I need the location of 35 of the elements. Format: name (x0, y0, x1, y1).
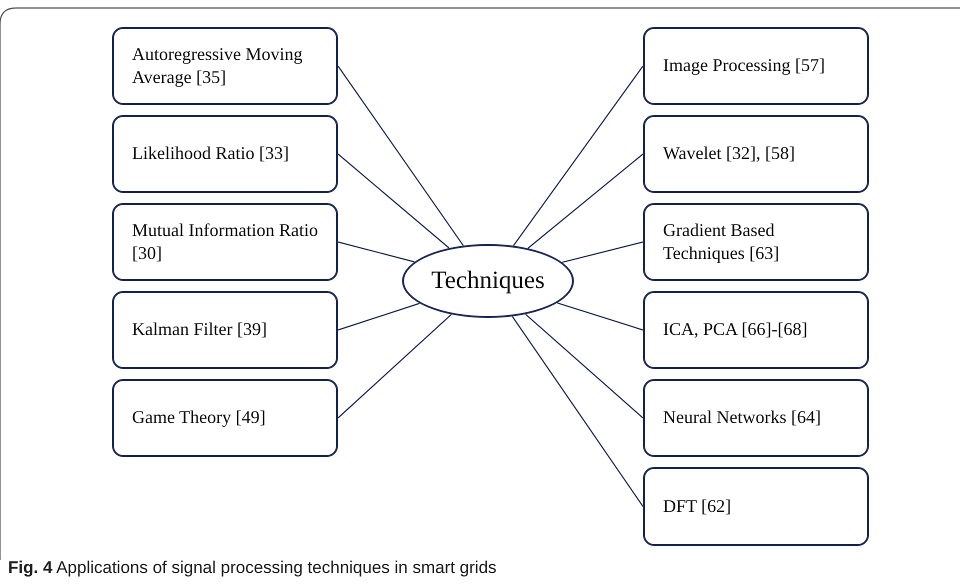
technique-box (112, 27, 338, 105)
connector-line (525, 314, 644, 418)
connector-line (528, 154, 644, 249)
connector-line (338, 66, 464, 246)
connector-line (512, 66, 644, 246)
technique-box (112, 379, 338, 457)
technique-label: DFT [62] (663, 494, 732, 518)
figure-caption: Fig. 4 Applications of signal processing techniques in smart grids (8, 558, 497, 578)
connector-line (512, 316, 644, 507)
technique-label: Autoregressive Moving Average [35] (132, 42, 304, 89)
connector-line (562, 241, 644, 263)
technique-box (112, 291, 338, 369)
technique-label: Kalman Filter [39] (132, 318, 267, 342)
technique-box (643, 115, 869, 193)
technique-box (643, 467, 869, 546)
technique-label: Game Theory [49] (132, 406, 266, 430)
technique-box (643, 291, 869, 369)
technique-label: Neural Networks [64] (663, 406, 821, 430)
technique-label: Likelihood Ratio [33] (132, 142, 289, 166)
technique-box (643, 203, 869, 281)
technique-box (112, 203, 338, 281)
technique-label: Mutual Information Ratio [30] (132, 218, 318, 265)
technique-box (112, 115, 338, 193)
technique-box (643, 27, 869, 105)
connector-line (338, 241, 415, 262)
technique-label: Wavelet [32], [58] (663, 142, 795, 166)
connector-line (338, 154, 450, 248)
central-label: Techniques (431, 266, 545, 296)
technique-box (643, 379, 869, 457)
connector-line (557, 302, 644, 331)
connector-line (338, 314, 452, 418)
technique-label: Image Processing [57] (663, 54, 825, 78)
connector-line (338, 302, 420, 331)
technique-label: ICA, PCA [66]-[68] (663, 318, 808, 342)
technique-label: Gradient Based Techniques [63] (663, 218, 780, 265)
